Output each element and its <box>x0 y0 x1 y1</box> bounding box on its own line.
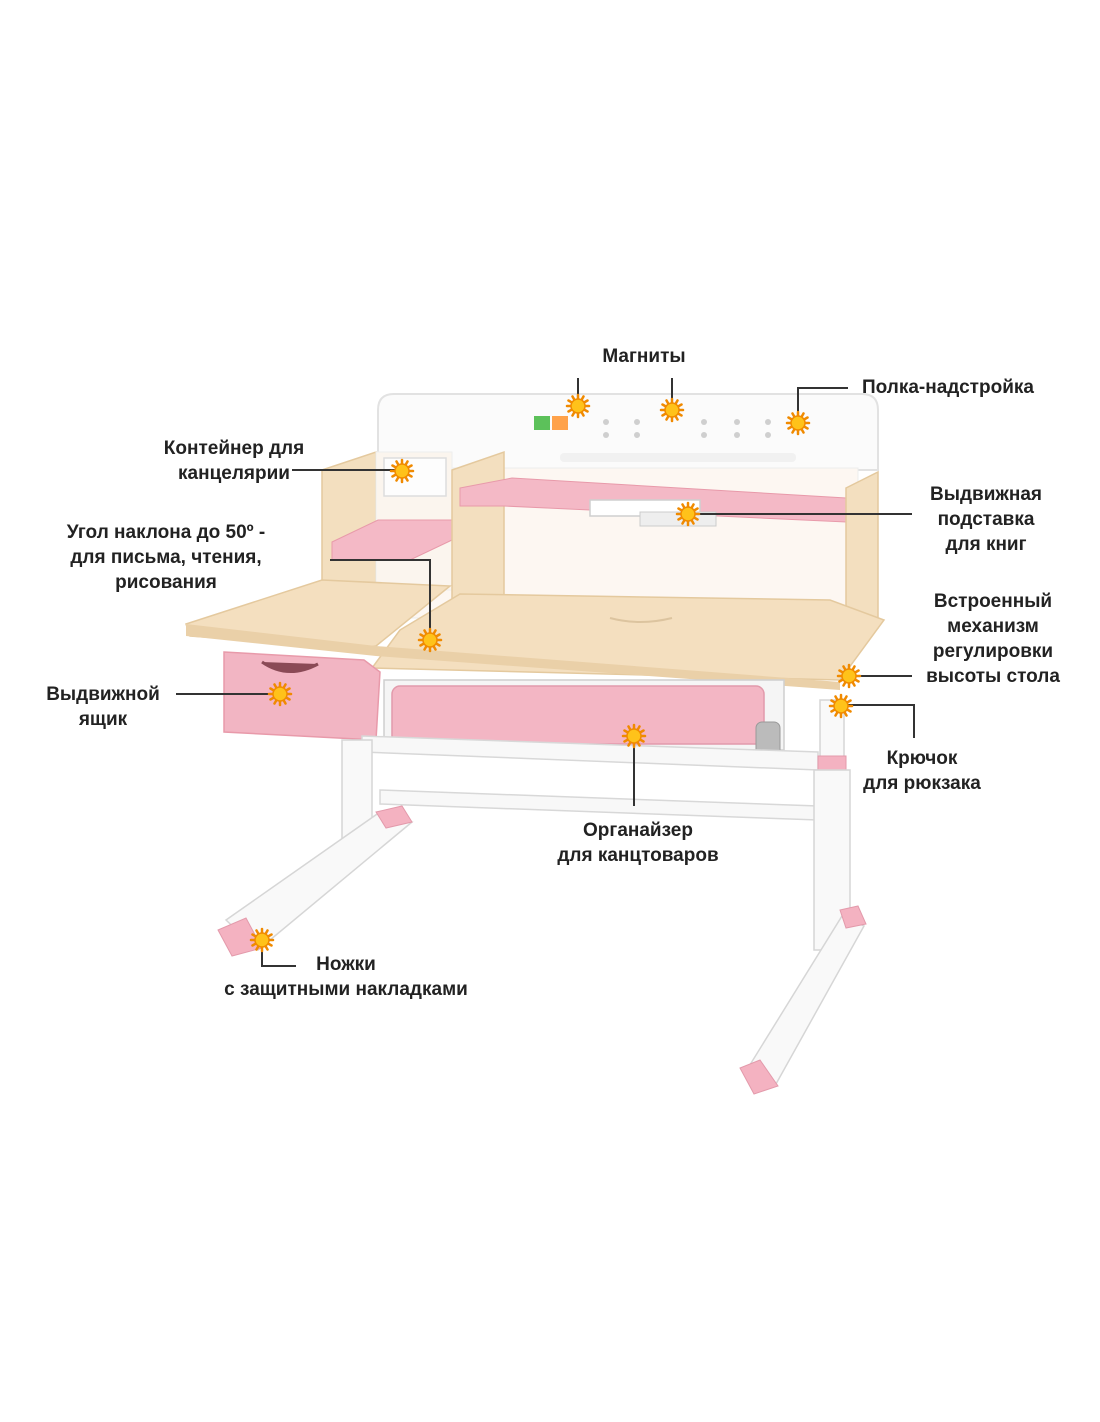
label-drawer-line-2: ящик <box>78 709 128 730</box>
label-legs: Ножки с защитными накладками <box>190 952 502 1002</box>
label-bookstand: Выдвижная подставка для книг <box>904 482 1068 557</box>
label-bookstand-line-3: для книг <box>945 534 1027 555</box>
right-base <box>746 915 866 1086</box>
label-tilt-line-2: для письма, чтения, <box>70 547 262 568</box>
label-height-line-4: высоты стола <box>926 666 1060 687</box>
label-legs-line-1: Ножки <box>316 954 376 975</box>
leader-tilt <box>330 559 431 638</box>
label-bookstand-line-1: Выдвижная <box>930 484 1042 505</box>
shelf-divider <box>451 450 505 613</box>
label-height-line-2: механизм <box>947 616 1039 637</box>
label-drawer: Выдвижной ящик <box>28 682 178 732</box>
label-tilt-line-3: рисования <box>115 572 217 593</box>
drawer-handle <box>261 660 319 673</box>
label-magnets-line-1: Магниты <box>602 346 686 367</box>
right-foot-cap <box>739 1059 779 1095</box>
label-container-line-2: канцелярии <box>178 463 290 484</box>
label-hook-line-2: для рюкзака <box>863 773 981 794</box>
label-height-line-1: Встроенный <box>933 591 1053 612</box>
right-column-upper <box>819 699 845 765</box>
back-panel <box>377 393 879 471</box>
magnet-dots <box>603 419 771 438</box>
label-height: Встроенный механизм регулировки высоты с… <box>908 589 1078 689</box>
label-bookstand-line-2: подставка <box>937 509 1035 530</box>
label-organizer-line-2: для канцтоваров <box>557 845 719 866</box>
label-shelf: Полка-надстройка <box>862 375 1034 400</box>
label-hook: Крючок для рюкзака <box>842 746 1002 796</box>
label-height-line-3: регулировки <box>932 641 1054 662</box>
label-container-line-1: Контейнер для <box>163 438 305 459</box>
label-tilt-line-1: Угол наклона до 50º - <box>66 522 266 543</box>
lamp-slot <box>560 453 796 462</box>
label-drawer-line-1: Выдвижной <box>46 684 160 705</box>
label-legs-line-2: с защитными накладками <box>224 979 468 1000</box>
label-organizer-line-1: Органайзер <box>583 820 693 841</box>
left-base <box>224 811 414 952</box>
leader-hook <box>842 704 915 738</box>
drawer <box>223 651 381 741</box>
desk-edge <box>186 624 840 690</box>
label-tilt: Угол наклона до 50º - для письма, чтения… <box>34 520 298 595</box>
label-container: Контейнер для канцелярии <box>114 436 354 486</box>
label-hook-line-1: Крючок <box>886 748 958 769</box>
desk-notch <box>609 617 673 623</box>
right-back-cap <box>839 905 867 929</box>
label-organizer: Органайзер для канцтоваров <box>526 818 750 868</box>
left-back-cap <box>375 805 413 829</box>
label-shelf-line-1: Полка-надстройка <box>862 377 1034 398</box>
organizer <box>391 685 765 745</box>
cross-bar-low <box>379 789 819 821</box>
leader-shelf <box>797 387 848 420</box>
label-magnets: Магниты <box>544 344 744 369</box>
container-box <box>383 457 447 497</box>
leader-lines <box>176 378 915 967</box>
badge-green <box>534 416 550 430</box>
badge-orange <box>552 416 568 430</box>
